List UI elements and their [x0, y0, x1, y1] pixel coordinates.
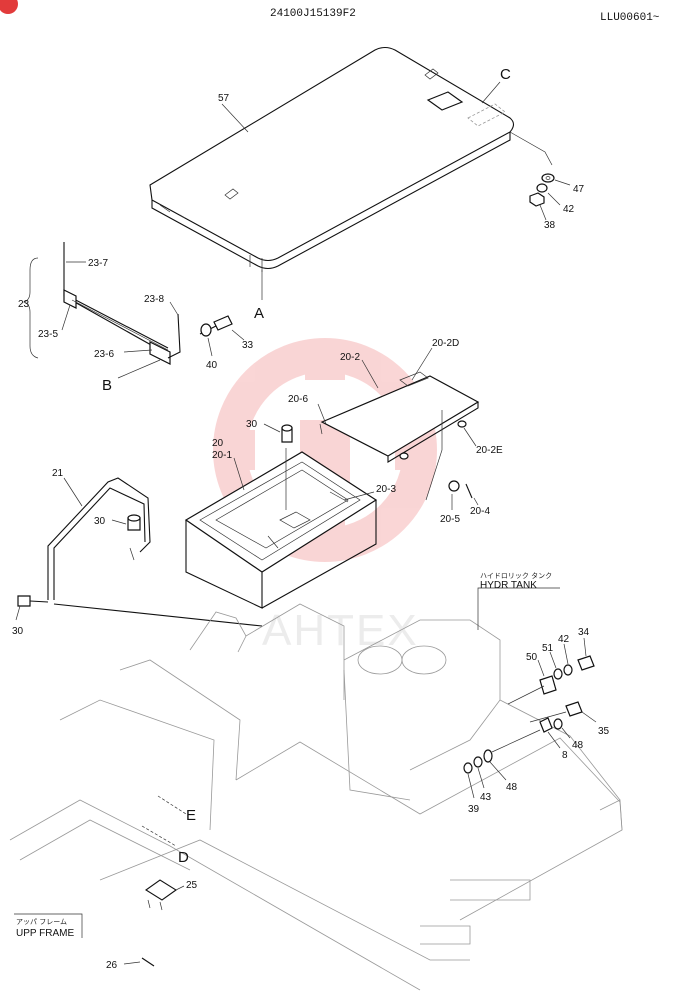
bolt-35	[529, 701, 583, 723]
callout-42-right: 42	[558, 634, 570, 645]
bracket-50	[507, 675, 557, 705]
washer-51	[553, 668, 563, 680]
callout-34: 34	[578, 627, 590, 638]
note-hydr-tank: HYDR TANK	[480, 580, 537, 591]
callout-23-6: 23-6	[94, 349, 114, 360]
knob-30-box	[281, 424, 293, 443]
callout-42-top: 42	[563, 204, 575, 215]
callout-D: D	[178, 849, 189, 866]
note-upp-frame: UPP FRAME	[16, 928, 74, 939]
callout-20-2D: 20-2D	[432, 338, 459, 349]
callout-30-rod: 30	[94, 516, 106, 527]
callout-25: 25	[186, 880, 198, 891]
callout-20-1: 20-1	[212, 450, 232, 461]
machine-body	[9, 603, 623, 991]
callout-20-2: 20-2	[340, 352, 360, 363]
corner-marker-icon	[0, 0, 18, 14]
callout-20-2E: 20-2E	[476, 445, 503, 456]
nut-38	[529, 192, 545, 207]
note-upp-frame-jp: アッパ フレーム	[16, 918, 67, 926]
callout-48-lower: 48	[506, 782, 518, 793]
callout-E: E	[186, 807, 196, 824]
callout-23-5: 23-5	[38, 329, 58, 340]
callout-26: 26	[106, 960, 118, 971]
watermark-gear-icon	[213, 338, 437, 562]
callout-43: 43	[480, 792, 492, 803]
callout-23-7: 23-7	[88, 258, 108, 269]
pin-26	[141, 957, 155, 967]
washer-42-right	[563, 664, 573, 676]
callout-B: B	[102, 377, 112, 394]
washer-20-5	[448, 480, 460, 492]
callout-21: 21	[52, 468, 64, 479]
handle-25	[145, 879, 177, 911]
bolt-30-rod	[17, 595, 49, 607]
callout-38: 38	[544, 220, 556, 231]
watermark-text: AHTEX	[262, 606, 419, 655]
callout-48-upper: 48	[572, 740, 584, 751]
bolt-34	[577, 655, 595, 671]
callout-23-8: 23-8	[144, 294, 164, 305]
callout-39: 39	[468, 804, 480, 815]
nut-39	[463, 762, 473, 774]
washer-42	[536, 183, 548, 193]
support-rod-21	[47, 477, 263, 627]
callout-20: 20	[212, 438, 224, 449]
pin-20-4	[465, 483, 473, 499]
drawing-number: 24100J15139F2	[270, 8, 356, 20]
note-hydr-tank-jp: ハイドロリック タンク	[480, 571, 552, 580]
callout-20-5: 20-5	[440, 514, 460, 525]
callout-35: 35	[598, 726, 610, 737]
washer-48-upper	[553, 718, 563, 730]
washer-47	[541, 173, 555, 183]
clip-8	[539, 717, 553, 733]
callout-20-4: 20-4	[470, 506, 490, 517]
callout-8: 8	[562, 750, 568, 761]
callout-C: C	[500, 66, 511, 83]
battery-box-20	[184, 448, 378, 609]
washer-48-lower	[483, 749, 493, 763]
callout-23: 23	[18, 299, 30, 310]
callout-50: 50	[526, 652, 538, 663]
plate-20-2	[319, 371, 480, 501]
callout-40: 40	[206, 360, 218, 371]
serial-range: LLU00601~	[600, 12, 660, 24]
callout-51: 51	[542, 643, 554, 654]
washer-43	[473, 756, 483, 768]
washer-40	[200, 323, 212, 337]
callout-57: 57	[218, 93, 230, 104]
callout-20-6: 20-6	[288, 394, 308, 405]
callout-20-3: 20-3	[376, 484, 396, 495]
cover-panel	[149, 46, 553, 272]
callout-33: 33	[242, 340, 254, 351]
callout-30-bolt: 30	[12, 626, 24, 637]
callout-47: 47	[573, 184, 585, 195]
callout-30-box: 30	[246, 419, 258, 430]
callout-A: A	[254, 305, 264, 322]
